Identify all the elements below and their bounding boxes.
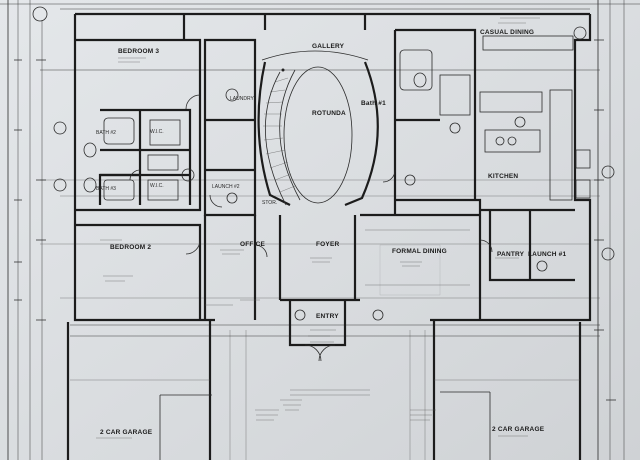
room-label-wic-1: W.I.C.: [150, 129, 164, 135]
room-label-kitchen: KITCHEN: [488, 173, 518, 180]
room-label-wic-2: W.I.C.: [150, 183, 164, 189]
room-label-laundry: LAUNDRY: [230, 96, 254, 102]
garage-lines: [70, 330, 580, 460]
room-label-stor: STOR.: [262, 200, 277, 206]
room-label-entry: ENTRY: [316, 313, 339, 320]
room-label-gallery: GALLERY: [312, 43, 345, 50]
kitchen-cabinetry: [439, 35, 591, 201]
room-label-pantry: PANTRY: [497, 251, 525, 258]
room-label-rotunda: ROTUNDA: [312, 110, 346, 117]
room-label-bedroom-3: BEDROOM 3: [118, 48, 159, 55]
room-label-garage-right: 2 CAR GARAGE: [492, 426, 545, 433]
room-label-launch-1: LAUNCH #1: [528, 251, 566, 258]
room-label-bedroom-2: BEDROOM 2: [110, 244, 151, 251]
bath-fixtures: [83, 49, 433, 201]
room-label-office: OFFICE: [240, 241, 265, 248]
door-swings: [129, 94, 493, 362]
exterior-walls: [66, 12, 592, 460]
room-label-bath-2: BATH #2: [96, 130, 116, 136]
room-labels: BEDROOM 3 GALLERY CASUAL DINING ROTUNDA …: [96, 29, 566, 436]
room-label-garage-left: 2 CAR GARAGE: [100, 429, 153, 436]
room-label-formal-dining: FORMAL DINING: [392, 248, 447, 255]
room-label-bath-1: Bath #1: [361, 100, 386, 107]
annotation-marks: [96, 17, 540, 439]
spiral-stair: [263, 68, 301, 206]
room-label-bath-3: BATH #3: [96, 186, 116, 192]
dining-area: [365, 229, 470, 296]
interior-walls: [75, 14, 575, 347]
room-label-foyer: FOYER: [316, 241, 339, 248]
section-markers: [32, 6, 615, 321]
room-label-launch-2: LAUNCH #2: [212, 184, 240, 190]
room-label-casual-dining: CASUAL DINING: [480, 29, 534, 36]
rotunda-walls: [257, 14, 379, 207]
